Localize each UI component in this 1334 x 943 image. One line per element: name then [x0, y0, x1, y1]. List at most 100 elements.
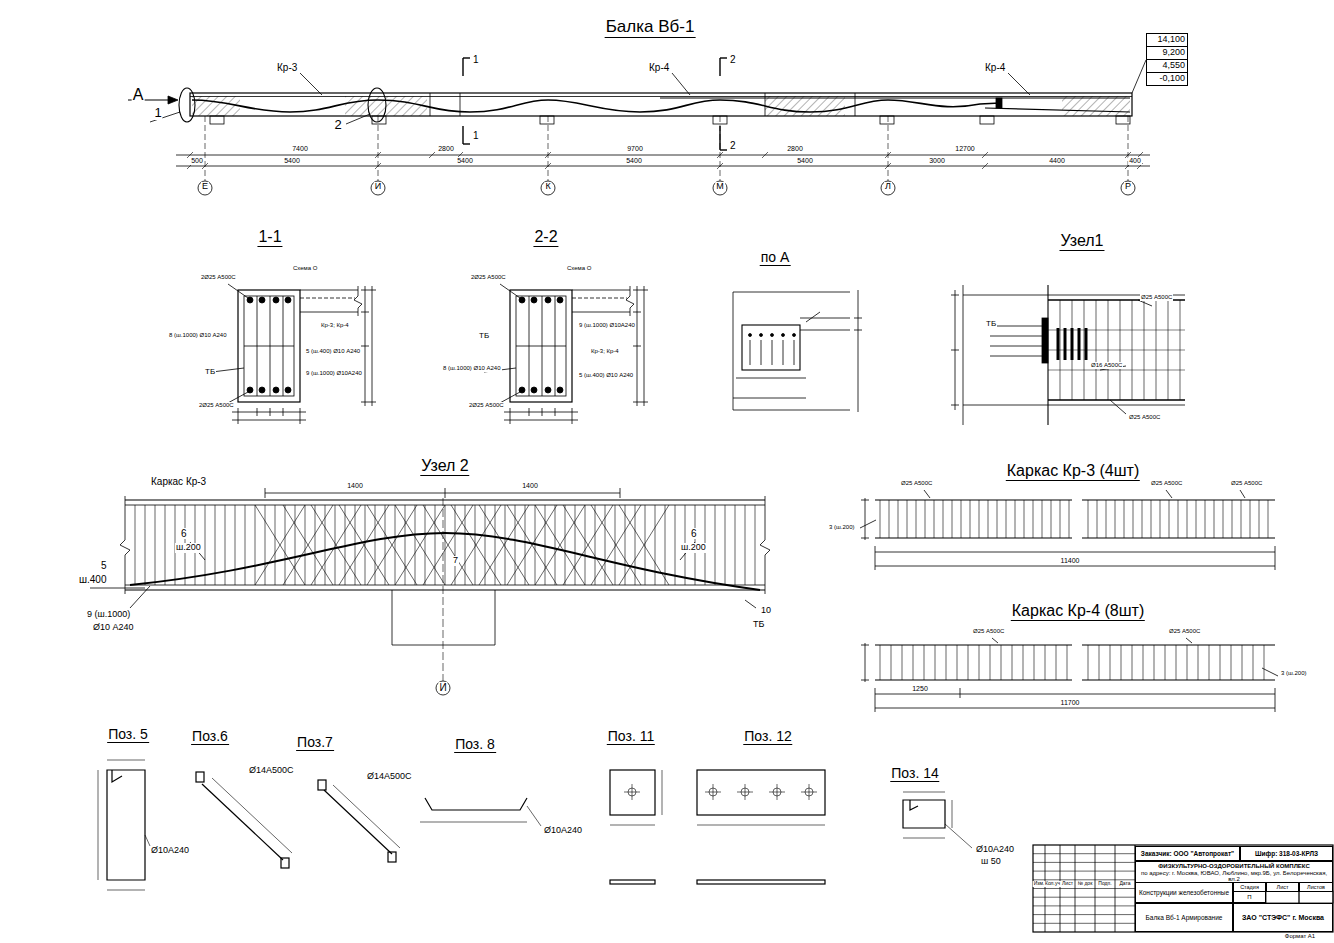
- title-block-cell: ЗАО "СТЭФС" г. Москва: [1233, 903, 1333, 932]
- beam-elevation-part-part: [888, 116, 889, 181]
- diagonal-bar: [563, 505, 613, 585]
- stirrup-line: [635, 505, 636, 585]
- stirrup-lines: [135, 152, 1268, 923]
- annotation-label: И: [374, 182, 382, 192]
- view-title: Поз.7: [296, 735, 334, 751]
- node-detail-1-part: [1110, 400, 1126, 414]
- view-title: Узел 2: [420, 457, 469, 476]
- view-a-part: [761, 340, 762, 365]
- annotation-label: 9700: [626, 145, 644, 153]
- beam-elevation-part: [192, 100, 1000, 112]
- diagonal-bar: [395, 505, 445, 585]
- annotation-label: Ø10А240: [543, 826, 583, 836]
- beam-elevation-part: [765, 93, 766, 116]
- stirrup-line: [943, 500, 944, 538]
- node-detail-2-part: [120, 496, 130, 594]
- beam-elevation-part: [720, 149, 727, 150]
- stirrup-line: [295, 505, 296, 585]
- cell-text: по адресу: г. Москва, ЮВАО, Люблино, мкр…: [1138, 870, 1330, 883]
- beam-elevation-part: [463, 143, 470, 144]
- stirrup-line: [1144, 300, 1145, 400]
- node-detail-2-part: [436, 681, 450, 695]
- stirrup-line: [165, 505, 166, 585]
- view-title: А: [132, 86, 145, 104]
- diagonal-bar: [563, 505, 613, 585]
- stirrup-line: [215, 505, 216, 585]
- stirrup-line: [1209, 645, 1210, 680]
- level-value: -0,100: [1147, 73, 1187, 85]
- stirrup-line: [1060, 500, 1061, 538]
- stirrup-line: [880, 500, 881, 538]
- beam-elevation-part: [855, 93, 856, 116]
- frame-cages-part: [860, 520, 876, 528]
- stirrup-line: [902, 645, 903, 680]
- cell-text: Стадия: [1240, 884, 1259, 890]
- diagonal-bar: [535, 505, 585, 585]
- cell-text: ФИЗКУЛЬТУРНО-ОЗДОРОВИТЕЛЬНЫЙ КОМПЛЕКС: [1158, 863, 1310, 870]
- title-grid-line: [1033, 871, 1135, 872]
- stirrup-line: [255, 505, 256, 585]
- annotation-label: Схема О: [566, 265, 592, 272]
- beam-elevation-part: [300, 73, 322, 95]
- stirrup-line: [957, 645, 958, 680]
- beam-elevation-part: [1132, 60, 1146, 93]
- stirrup-line: [1154, 645, 1155, 680]
- stirrup-line: [1042, 500, 1043, 538]
- bar-shapes-part: [212, 778, 292, 853]
- stirrup-line: [1120, 300, 1121, 400]
- frame-cages-part: [1275, 688, 1276, 712]
- beam-elevation-part: [880, 116, 894, 124]
- annotation-label: Схема О: [292, 265, 318, 272]
- beam-elevation-part: [713, 181, 727, 195]
- annotation-label: 5400: [796, 157, 814, 165]
- bar-shapes-part: [697, 770, 825, 815]
- annotation-label: 1400: [521, 482, 539, 490]
- node-detail-1-part: [951, 295, 959, 296]
- node-detail-2-part: [495, 590, 496, 645]
- diagonal-bar: [367, 505, 417, 585]
- stirrup-line: [145, 505, 146, 585]
- annotation-label: 1250: [911, 685, 929, 693]
- annotation-label: 5400: [625, 157, 643, 165]
- beam-elevation-part-part: [378, 116, 379, 181]
- beam-elevation-part: [720, 57, 727, 58]
- node-detail-1-part-part: [1078, 328, 1081, 360]
- node-detail-2-part: [620, 488, 621, 498]
- annotation-label: Кр-3: [276, 62, 298, 73]
- stirrup-line: [935, 645, 936, 680]
- bar-shapes-part: [697, 784, 825, 825]
- stirrup-line: [755, 505, 756, 585]
- stirrup-line: [1198, 645, 1199, 680]
- annotation-label: 2800: [437, 145, 455, 153]
- stirrup-line: [475, 505, 476, 585]
- annotation-label: 1: [472, 130, 480, 141]
- bar-shapes-part: [910, 800, 918, 810]
- annotation-label: 2: [729, 140, 737, 151]
- view-title: Поз. 8: [454, 737, 496, 753]
- frame-cages-part: [875, 688, 876, 712]
- beam-elevation-part: [996, 98, 1002, 108]
- view-a-part: [858, 290, 859, 412]
- bar-shapes-part-part: [713, 784, 714, 800]
- annotation-label: 11400: [1060, 557, 1081, 565]
- stirrup-line: [1180, 300, 1181, 400]
- dimension-tick: [429, 152, 435, 158]
- stirrup-line: [1033, 500, 1034, 538]
- stirrup-line: [1187, 645, 1188, 680]
- stirrup-line: [1023, 645, 1024, 680]
- beam-elevation-part: [462, 126, 463, 144]
- stirrup-line: [715, 505, 716, 585]
- annotation-label: 8 (ш.1000) Ø10 А240: [442, 365, 502, 372]
- beam-elevation-part: [985, 108, 1130, 112]
- view-title: 2-2: [533, 228, 558, 247]
- node-detail-2-part: [392, 645, 495, 646]
- stirrup-line: [1045, 645, 1046, 680]
- diagonal-bar: [479, 505, 529, 585]
- stirrup-line: [1132, 300, 1133, 400]
- stirrup-line: [595, 505, 596, 585]
- stirrup-line: [979, 645, 980, 680]
- stirrup-line: [355, 505, 356, 585]
- annotation-label: 3 (ш.200): [828, 524, 856, 531]
- annotation-label: 2: [333, 118, 342, 132]
- view-title: Поз. 11: [607, 729, 655, 745]
